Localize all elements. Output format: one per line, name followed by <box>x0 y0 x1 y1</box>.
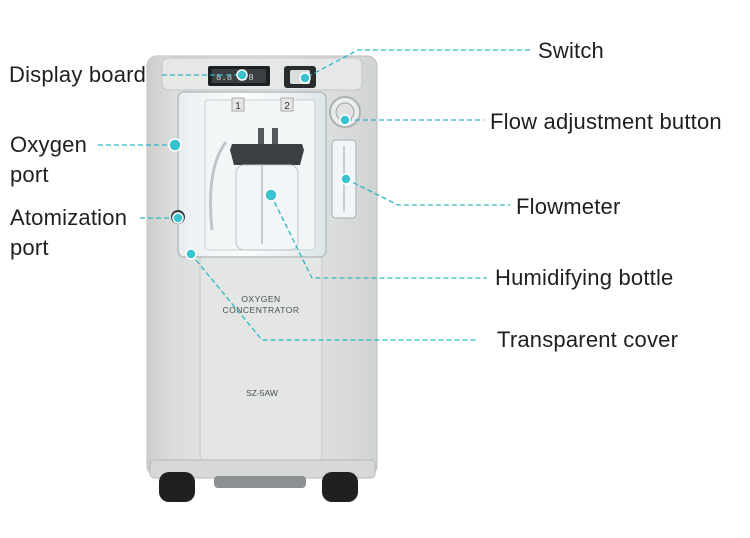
oxygen-concentrator: 8.8 8.8 1 2 OXYGEN CONCENTRATO <box>146 55 378 502</box>
front-lower-panel <box>199 254 323 461</box>
marker-atomization-port <box>172 212 184 224</box>
wheel-front-left <box>159 472 195 502</box>
compartment-tag-2 <box>280 97 294 112</box>
label-transparent-cover: Transparent cover <box>497 327 679 352</box>
label-flow-adjustment-button: Flow adjustment button <box>490 109 722 134</box>
marker-flowmeter <box>340 173 352 185</box>
marker-flow-adjustment <box>339 114 351 126</box>
bottle-stem-left <box>258 128 264 146</box>
display-readout: 8.8 8.8 <box>216 73 254 83</box>
label-switch: Switch <box>538 38 604 63</box>
marker-display-board <box>236 69 248 81</box>
marker-humidifying-bottle <box>264 188 278 202</box>
compartment-1-number: 1 <box>235 101 241 112</box>
label-atomization-port: Atomization port <box>10 205 128 260</box>
product-name-line-2: CONCENTRATOR <box>223 305 300 315</box>
callout-markers <box>168 69 352 260</box>
label-oxygen-port: Oxygen port <box>10 132 88 187</box>
label-display-board: Display board <box>9 62 147 87</box>
leader-humidifying-bottle <box>270 194 487 279</box>
leader-switch <box>304 49 530 79</box>
humidifying-bottle <box>209 128 304 251</box>
leader-lines <box>98 49 530 341</box>
leader-flowmeter <box>345 178 510 206</box>
wheel-front-right <box>322 472 358 502</box>
label-flowmeter: Flowmeter <box>516 194 621 219</box>
marker-oxygen-port <box>168 138 182 152</box>
model-number: SZ-5AW <box>246 388 278 398</box>
label-humidifying-bottle: Humidifying bottle <box>495 265 674 290</box>
bottle-lid <box>230 144 304 165</box>
product-name-line-1: OXYGEN <box>241 294 280 304</box>
marker-switch <box>299 72 311 84</box>
bottle-tube-side <box>209 141 228 231</box>
compartment-tag-1 <box>231 97 245 112</box>
marker-transparent-cover <box>185 248 197 260</box>
bottle-stem-right <box>272 128 278 146</box>
wheel-rear-center <box>214 476 306 488</box>
bottle-body <box>235 164 299 251</box>
compartment-2-number: 2 <box>284 101 290 112</box>
device-side-panel <box>147 56 177 476</box>
